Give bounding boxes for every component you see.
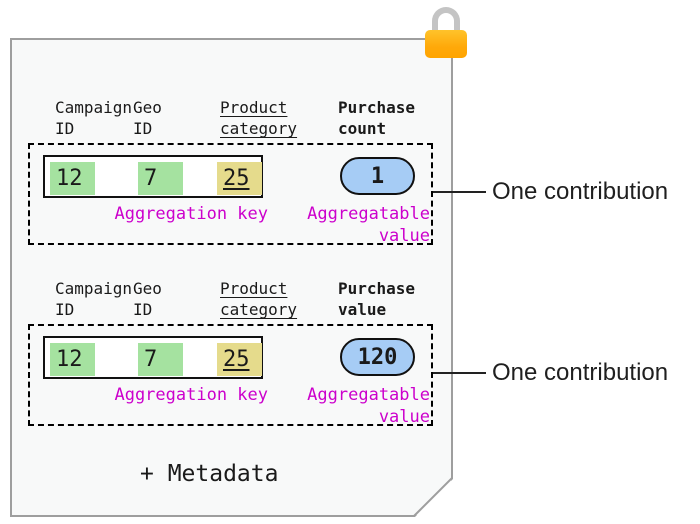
header-product-category: Product category — [220, 98, 298, 138]
metadata-label: + Metadata — [140, 461, 279, 487]
contribution-boundary — [28, 324, 433, 426]
header-campaign-id: Campaign ID — [55, 279, 133, 319]
header-geo-id: Geo ID — [133, 98, 162, 138]
one-contribution-callout: One contribution — [492, 178, 669, 205]
key-cell-geo: 7 — [138, 343, 183, 376]
header-purchase-value: Purchase value — [338, 279, 416, 319]
padlock-icon — [425, 7, 467, 58]
encrypted-record-sheet — [10, 38, 453, 517]
one-contribution-callout: One contribution — [492, 359, 669, 386]
aggregation-key-label: Aggregation key — [114, 385, 268, 405]
aggregatable-value-pill: 120 — [340, 338, 415, 376]
header-purchase-count: Purchase count — [338, 98, 416, 138]
contribution-boundary — [28, 143, 433, 245]
padlock-shackle — [432, 7, 460, 34]
padlock-body — [425, 30, 467, 58]
key-cell-product: 25 — [217, 162, 262, 195]
header-product-category: Product category — [220, 279, 298, 319]
aggregatable-value-label: Aggregatable value — [307, 204, 430, 246]
aggregation-key-label: Aggregation key — [114, 204, 268, 224]
key-cell-campaign: 12 — [50, 162, 95, 195]
contribution-purchase-count: Campaign ID Geo ID Product category Purc… — [0, 97, 700, 257]
callout-connector-line — [433, 372, 486, 374]
aggregatable-value-label: Aggregatable value — [307, 385, 430, 427]
key-cell-geo: 7 — [138, 162, 183, 195]
callout-connector-line — [433, 191, 486, 193]
header-geo-id: Geo ID — [133, 279, 162, 319]
key-cell-campaign: 12 — [50, 343, 95, 376]
key-cell-product: 25 — [217, 343, 262, 376]
contribution-purchase-value: Campaign ID Geo ID Product category Purc… — [0, 278, 700, 438]
aggregation-key-box: 12 7 25 — [43, 155, 263, 198]
aggregatable-value-pill: 1 — [340, 157, 415, 195]
header-campaign-id: Campaign ID — [55, 98, 133, 138]
aggregation-key-box: 12 7 25 — [43, 336, 263, 379]
